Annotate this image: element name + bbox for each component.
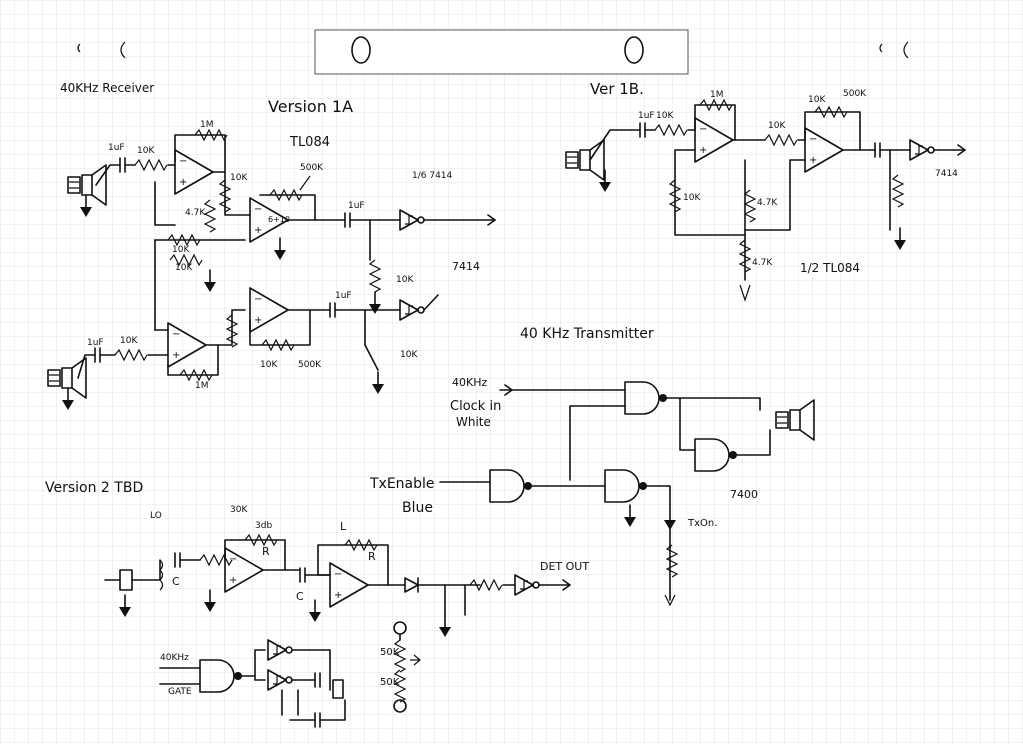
hole-left [351, 36, 371, 64]
res-10k-label-j: 10K [683, 193, 701, 203]
version-2-circuit: LO 30K 3db C R C R L DET OUT [104, 505, 589, 728]
res-10k-label-b: 10K [230, 173, 248, 183]
cap-1uf-label-c: 1uF [87, 338, 104, 348]
pot-500k-label-b: 500K [298, 360, 322, 370]
res-10k-label-c: 10K [172, 245, 190, 255]
pot-500k-label-a: 500K [300, 163, 324, 173]
ic-7414-label-a: 7414 [452, 260, 480, 273]
res-4k7-label-b: 4.7K [757, 198, 778, 208]
cap-1uf-label-e: 1uF [638, 111, 655, 121]
l-label: L [340, 520, 347, 533]
inductor-l [159, 559, 164, 591]
op-amp-2-label: 6+10 [268, 215, 290, 224]
tx-on-label: TxOn. [687, 518, 717, 529]
clock-in-label: Clock in [450, 399, 501, 414]
cap-1uf-label-d: 1uF [335, 291, 352, 301]
pot-50k-label-b: 50K [380, 677, 400, 688]
supply-node-bottom [393, 699, 407, 713]
c-label-b: C [296, 590, 304, 603]
gate-label: GATE [168, 687, 192, 697]
res-10k-label-k: 10K [768, 121, 786, 131]
version-1a-channel-2: 1uF 10K 1M 10K 500K 1uF 10K [47, 287, 439, 411]
res-10k-label-a: 10K [137, 146, 155, 156]
res-30k-label-a: 30K [230, 505, 248, 515]
res-10k-label-d: 10K [396, 275, 414, 285]
half-tl084-label: 1/2 TL084 [800, 261, 860, 275]
pot-50k-label-a: 50K [380, 647, 400, 658]
sixth-7414-label: 1/6 7414 [412, 171, 453, 181]
binder-strip [77, 29, 909, 75]
blue-wire-label: Blue [402, 500, 433, 516]
led-symbol [664, 520, 676, 530]
ic-7414-label-b: 7414 [935, 169, 958, 179]
det-out-label: DET OUT [540, 560, 589, 573]
res-4k7-label-a: 4.7K [185, 208, 206, 218]
clock-40khz-label: 40KHz [452, 376, 487, 389]
cap-1uf-label-a: 1uF [108, 143, 125, 153]
res-10k-label-l: 10K [808, 95, 826, 105]
version-1b-circuit: 1uF 10K 1M 10K 10K 500K 10K 4.7K 4.7K 7 [565, 89, 966, 302]
transducer-symbol [332, 679, 344, 699]
version-1a-circuit: 1uF 10K 1M 10K 4.7K 10K 6+10 500K 1uF 1/… [67, 120, 496, 331]
res-10k-label-e: 10K [175, 263, 193, 273]
version-1b-title: Ver 1B. [590, 80, 644, 98]
receiver-title: 40KHz Receiver [60, 81, 154, 95]
tx-enable-label: TxEnable [369, 476, 435, 492]
r-label-a: R [262, 545, 270, 558]
white-wire-label: White [456, 415, 491, 429]
version-1a-title: Version 1A [268, 97, 353, 116]
transmitter-circuit: 40KHz Clock in White 7400 TxEnable Blue … [369, 376, 815, 607]
hole-right [624, 36, 644, 64]
tl084-label: TL084 [289, 135, 330, 150]
transmitter-title: 40 KHz Transmitter [520, 326, 654, 342]
gate-40khz-label: 40KHz [160, 653, 189, 663]
r-label-b: R [368, 550, 376, 563]
cap-1uf-label-b: 1uF [348, 201, 365, 211]
res-10k-label-i: 10K [656, 111, 674, 121]
res-1m-label-c: 1M [710, 90, 724, 100]
lo-label: LO [150, 511, 162, 521]
ic-7400-label: 7400 [730, 488, 758, 501]
c-label-a: C [172, 575, 180, 588]
res-1m-label-a: 1M [200, 120, 214, 130]
res-10k-label-f: 10K [120, 336, 138, 346]
res-1m-label-b: 1M [195, 381, 209, 391]
version-2-title: Version 2 TBD [45, 480, 143, 496]
res-10k-label-g: 10K [260, 360, 278, 370]
db-label: 3db [255, 521, 272, 531]
res-10k-label-h: 10K [400, 350, 418, 360]
res-4k7-label-c: 4.7K [752, 258, 773, 268]
pot-500k-label-c: 500K [843, 89, 867, 99]
